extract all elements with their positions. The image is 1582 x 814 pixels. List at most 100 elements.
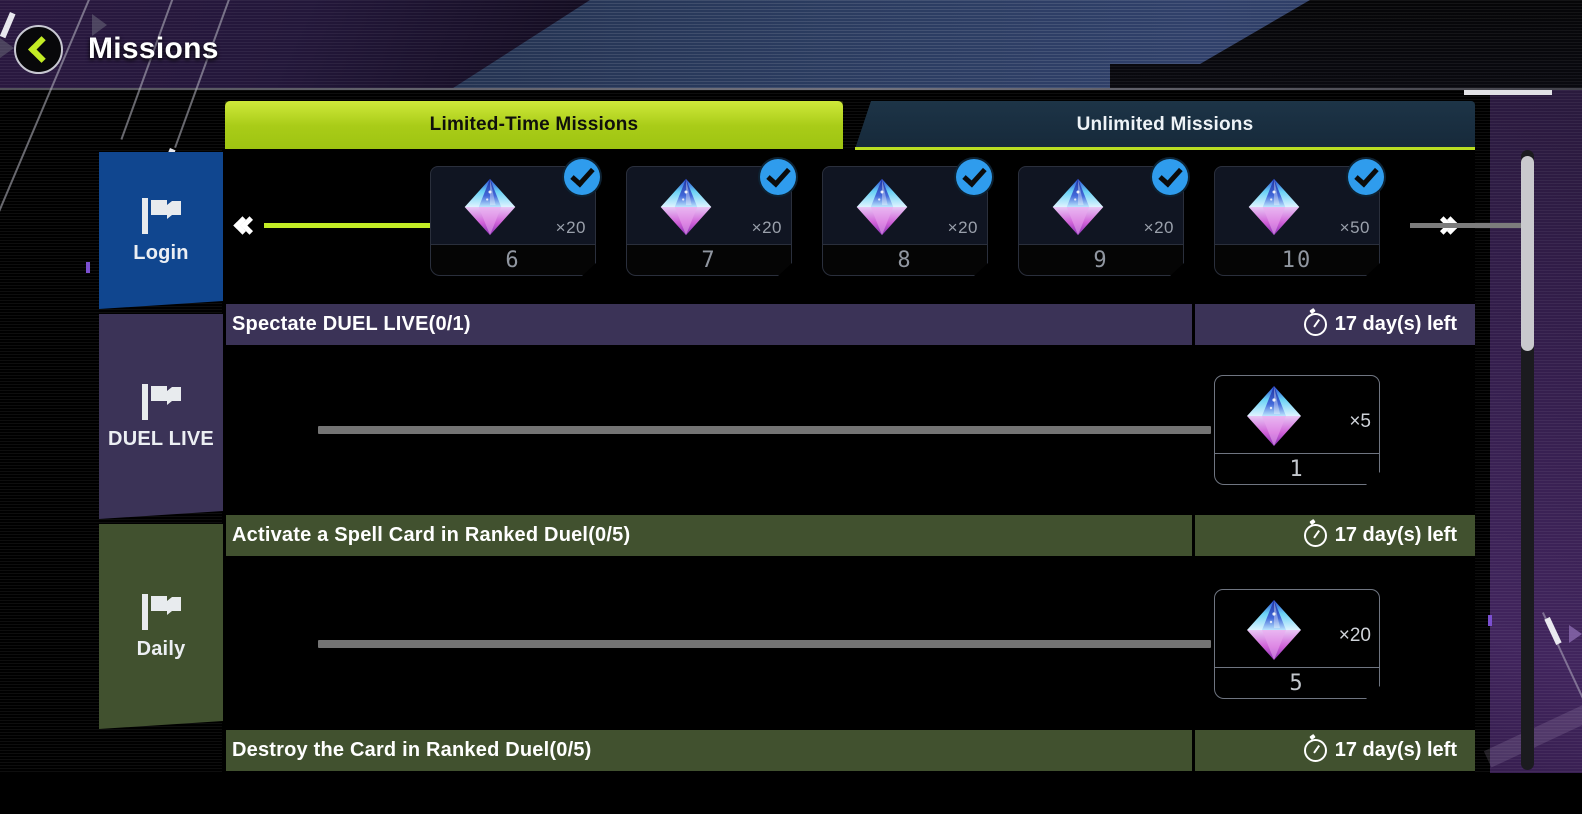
carousel-prev-button[interactable] [232, 205, 266, 245]
header-tick-mark [1464, 90, 1552, 95]
mission-header: Destroy the Card in Ranked Duel(0/5) 17 d… [222, 730, 1475, 771]
claimed-check-icon [1348, 159, 1384, 195]
mission-reward-body: ×5 [1214, 375, 1380, 454]
mission-row[interactable]: Activate a Spell Card in Ranked Duel(0/5… [222, 515, 1475, 731]
login-day-number: 9 [1018, 245, 1184, 276]
gem-icon [1052, 178, 1104, 236]
header-divider [0, 88, 1582, 90]
flag-icon [142, 198, 181, 234]
mission-title: Activate a Spell Card in Ranked Duel(0/5… [232, 524, 631, 546]
mission-body: ×5 1 [222, 345, 1475, 515]
mission-time-left: 17 day(s) left [1192, 515, 1475, 556]
mission-title: Destroy the Card in Ranked Duel(0/5) [232, 739, 592, 761]
gem-icon [1248, 178, 1300, 236]
back-button[interactable] [14, 25, 63, 74]
tab-underline [855, 147, 1475, 150]
carousel-track-segment [1410, 223, 1528, 228]
login-day-number: 10 [1214, 245, 1380, 276]
gem-icon [1247, 600, 1301, 660]
sidebar-item-label: DUEL LIVE [108, 428, 214, 450]
claimed-check-icon [760, 159, 796, 195]
sidebar-item-duel-live[interactable]: DUEL LIVE [99, 314, 223, 519]
stopwatch-icon [1303, 739, 1327, 762]
login-day-card-body: ×20 [626, 159, 796, 245]
decor-dot [86, 262, 90, 273]
mission-time-left: 17 day(s) left [1192, 730, 1475, 771]
decor-triangle [1569, 625, 1582, 643]
mission-reward-body: ×20 [1214, 589, 1380, 668]
gem-icon [1243, 384, 1305, 448]
double-chevron-left-icon [233, 215, 259, 235]
mission-row[interactable]: Destroy the Card in Ranked Duel(0/5) 17 d… [222, 730, 1475, 814]
tab-label: Limited-Time Missions [429, 114, 639, 135]
mission-time-left: 17 day(s) left [1192, 304, 1475, 345]
gem-icon [856, 178, 908, 236]
claimed-check-icon [956, 159, 992, 195]
mission-time-text: 17 day(s) left [1334, 739, 1457, 761]
decor-dot [1488, 615, 1492, 626]
gem-icon [657, 177, 715, 237]
gem-icon [853, 177, 911, 237]
tab-bar: Limited-Time Missions Unlimited Missions [225, 101, 1475, 150]
reward-amount: ×20 [1338, 625, 1371, 646]
scrollbar-track[interactable] [1521, 150, 1534, 770]
mission-body [222, 771, 1475, 814]
scrollbar-thumb[interactable] [1521, 156, 1534, 351]
page-header: Missions [0, 0, 1582, 90]
decor-triangle [92, 14, 107, 36]
mission-header: Activate a Spell Card in Ranked Duel(0/5… [222, 515, 1475, 556]
mission-progress-bar [318, 426, 1211, 434]
reward-amount: ×20 [947, 218, 978, 237]
reward-amount: ×20 [751, 218, 782, 237]
login-day-number: 7 [626, 245, 792, 276]
sidebar-item-label: Login [133, 242, 189, 264]
gem-icon [1243, 598, 1305, 662]
flag-icon [138, 592, 184, 632]
gem-icon [461, 177, 519, 237]
mission-reward-card[interactable]: ×5 1 [1214, 375, 1380, 485]
flag-icon [138, 196, 184, 236]
reward-amount: ×5 [1349, 411, 1371, 432]
gem-icon [464, 178, 516, 236]
login-day-card-body: ×50 [1214, 159, 1384, 245]
mission-edge [222, 304, 226, 345]
gem-icon [660, 178, 712, 236]
mission-time-text: 17 day(s) left [1334, 524, 1457, 546]
tab-label: Unlimited Missions [1076, 114, 1254, 135]
mission-edge [222, 515, 226, 556]
tab-limited-time-missions[interactable]: Limited-Time Missions [225, 101, 843, 149]
mission-row[interactable]: Spectate DUEL LIVE(0/1) 17 day(s) left ×5 1 [222, 304, 1475, 515]
login-day-number: 8 [822, 245, 988, 276]
reward-amount: ×20 [555, 218, 586, 237]
login-day-card-body: ×20 [822, 159, 992, 245]
stopwatch-icon [1303, 313, 1327, 336]
claimed-check-icon [1152, 159, 1188, 195]
sidebar-item-login[interactable]: Login [99, 152, 223, 309]
flag-icon [142, 384, 181, 420]
stopwatch-icon [1303, 524, 1327, 547]
mission-edge [222, 730, 226, 771]
gem-icon [1049, 177, 1107, 237]
mission-title: Spectate DUEL LIVE(0/1) [232, 313, 471, 335]
sidebar-item-daily[interactable]: Daily [99, 524, 223, 729]
chevron-left-icon [27, 36, 55, 63]
login-day-card-body: ×20 [1018, 159, 1188, 245]
reward-tier-number: 1 [1214, 454, 1380, 485]
mission-header: Spectate DUEL LIVE(0/1) 17 day(s) left [222, 304, 1475, 345]
login-day-card-body: ×20 [430, 159, 600, 245]
gem-icon [1247, 386, 1301, 446]
page-title: Missions [88, 32, 219, 65]
flag-icon [142, 594, 181, 630]
tab-unlimited-missions[interactable]: Unlimited Missions [855, 101, 1475, 149]
mission-time-text: 17 day(s) left [1334, 313, 1457, 335]
carousel-track-segment [264, 223, 432, 228]
